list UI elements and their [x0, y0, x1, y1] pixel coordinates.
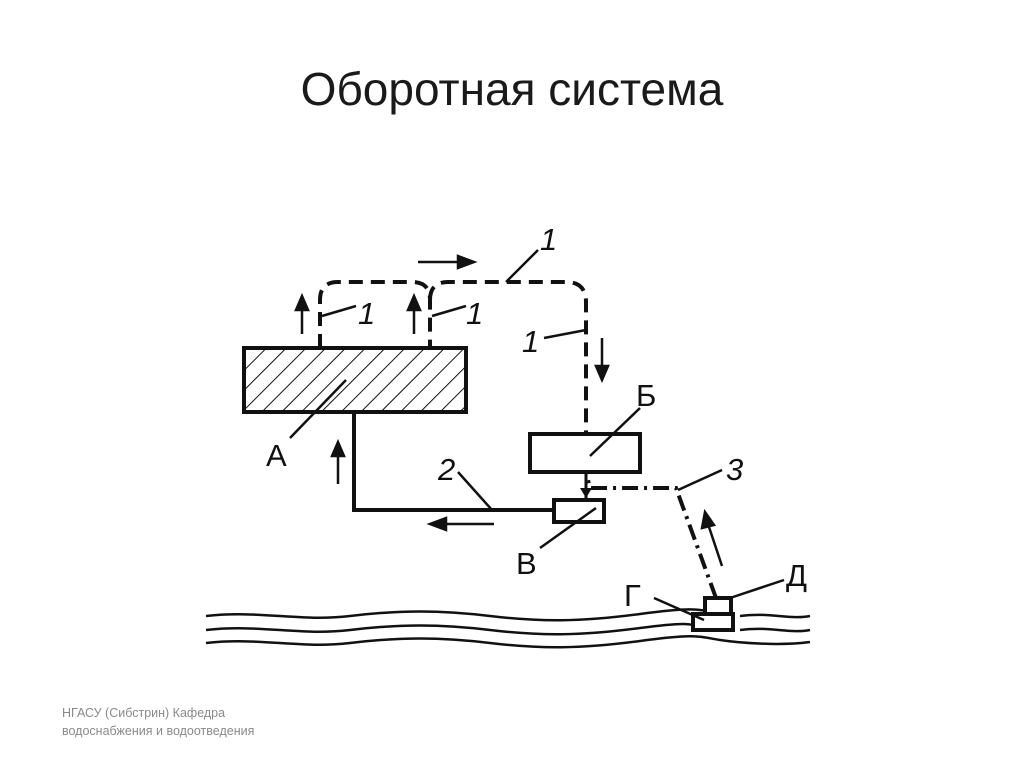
pipeline-2	[352, 412, 554, 512]
arrow-up-a-icon	[330, 438, 346, 484]
arrow-left-return-icon	[426, 516, 494, 532]
pipe-number-left: 1	[358, 296, 375, 331]
arrow-right-top-icon	[418, 254, 478, 270]
production-unit-a	[242, 346, 468, 414]
cooling-unit-b	[528, 432, 642, 474]
arrow-up-left-icon	[294, 292, 310, 334]
pipe-number-makeup: 3	[726, 452, 743, 487]
label-v: В	[516, 546, 537, 581]
intake-g	[691, 612, 735, 632]
pump-station-v	[552, 498, 606, 524]
footer-note: НГАСУ (Сибстрин) Кафедра водоснабжения и…	[62, 706, 255, 738]
label-b: Б	[636, 378, 656, 413]
pipeline-1	[318, 280, 588, 434]
arrow-up-mid-icon	[406, 292, 422, 334]
arrow-up-makeup-icon	[700, 508, 724, 567]
flow-arrows	[294, 254, 724, 567]
pipe-number-top: 1	[540, 222, 557, 257]
label-g: Г	[624, 578, 641, 613]
label-d: Д	[786, 558, 807, 593]
river	[205, 608, 811, 649]
pipe-number-return: 2	[437, 452, 455, 487]
pipe-number-middle: 1	[466, 296, 483, 331]
pipeline-3	[584, 471, 718, 599]
pipe-number-right: 1	[522, 324, 539, 359]
arrow-down-right-icon	[594, 338, 610, 384]
label-a: А	[266, 438, 287, 473]
leader-lines	[289, 249, 785, 622]
makeup-pump-d	[703, 596, 733, 616]
slide-title: Оборотная система	[300, 63, 724, 115]
b-to-v-arrow	[580, 488, 592, 498]
